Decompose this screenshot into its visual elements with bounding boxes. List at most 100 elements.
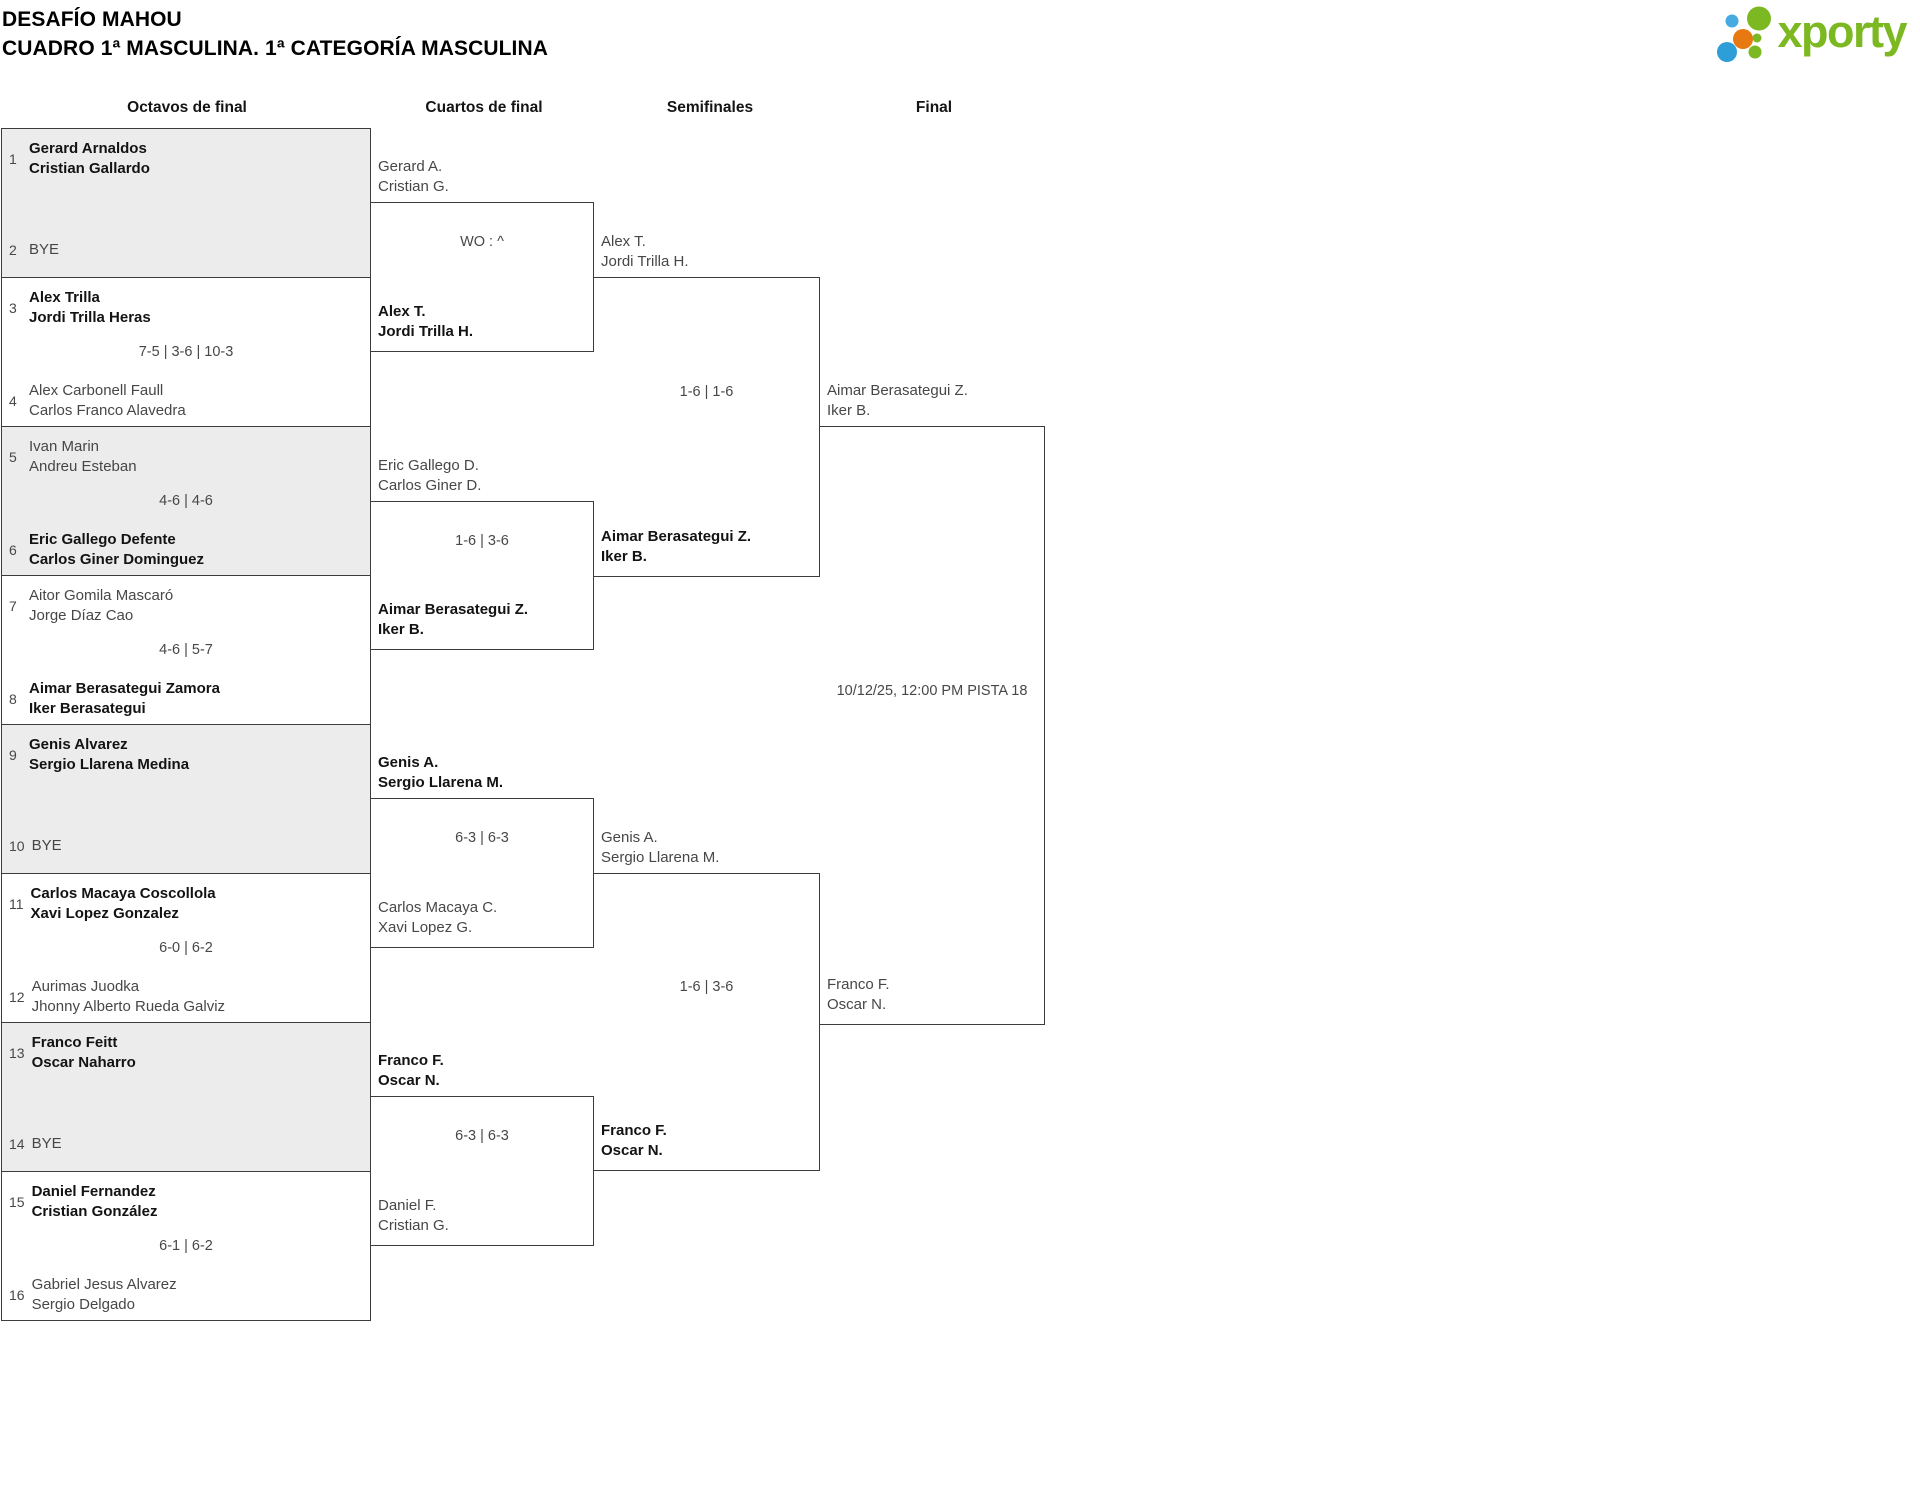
player-name: Iker B. xyxy=(378,621,424,638)
r16-match-3: 5 Ivan Marin Andreu Esteban 4-6 | 4-6 6 … xyxy=(1,426,371,576)
player-name: Jhonny Alberto Rueda Galviz xyxy=(31,998,226,1015)
player-name: Aurimas Juodka xyxy=(31,978,140,995)
player-name: Iker Berasategui xyxy=(29,700,146,717)
player-name: Aimar Berasategui Z. xyxy=(827,382,968,399)
player-name: Cristian González xyxy=(31,1203,158,1220)
player-name: Genis A. xyxy=(601,829,658,846)
round-header-cuartos: Cuartos de final xyxy=(425,99,543,116)
player-name: Franco F. xyxy=(827,976,890,993)
page-title-line1: DESAFÍO MAHOU xyxy=(2,8,182,31)
seed-number: 8 xyxy=(9,691,17,707)
seed-number: 1 xyxy=(9,151,17,167)
round-header-semifinales: Semifinales xyxy=(666,99,754,116)
r16-match-5: 9 Genis Alvarez Sergio Llarena Medina 10… xyxy=(1,724,371,874)
r16-match-6: 11 Carlos Macaya Coscollola Xavi Lopez G… xyxy=(1,873,371,1023)
player-name: Xavi Lopez Gonzalez xyxy=(30,905,179,922)
player-name: Carlos Franco Alavedra xyxy=(29,402,186,419)
bye-label: BYE xyxy=(31,1135,62,1152)
match-score: 1-6 | 1-6 xyxy=(679,384,734,400)
round-header-final: Final xyxy=(915,99,953,116)
player-name: Eric Gallego Defente xyxy=(29,531,176,548)
player-name: Genis Alvarez xyxy=(29,736,128,753)
player-name: Gerard A. xyxy=(378,158,443,175)
player-name: Andreu Esteban xyxy=(29,458,137,475)
match-score: 7-5 | 3-6 | 10-3 xyxy=(138,344,234,360)
player-name: Aimar Berasategui Z. xyxy=(601,528,752,545)
player-name: Ivan Marin xyxy=(29,438,100,455)
player-name: Alex T. xyxy=(601,233,646,250)
final-schedule: 10/12/25, 12:00 PM PISTA 18 xyxy=(836,682,1028,699)
player-name: Jordi Trilla H. xyxy=(601,253,689,270)
team-bottom: 16 Gabriel Jesus Alvarez Sergio Delgado xyxy=(2,1275,370,1315)
team-bottom: 8 Aimar Berasategui Zamora Iker Berasate… xyxy=(2,679,370,719)
player-name: Carlos Macaya Coscollola xyxy=(30,885,216,902)
team-bottom: 2 BYE xyxy=(2,240,370,260)
team-bottom: 4 Alex Carbonell Faull Carlos Franco Ala… xyxy=(2,381,370,421)
team-top: 1 Gerard Arnaldos Cristian Gallardo xyxy=(2,139,370,179)
player-name: Franco Feitt xyxy=(31,1034,118,1051)
round-header-octavos: Octavos de final xyxy=(127,99,247,116)
seed-number: 4 xyxy=(9,393,17,409)
match-score: 1-6 | 3-6 xyxy=(679,979,734,995)
team-bottom: 12 Aurimas Juodka Jhonny Alberto Rueda G… xyxy=(2,977,370,1017)
team-top: 3 Alex Trilla Jordi Trilla Heras xyxy=(2,288,370,328)
player-name: Xavi Lopez G. xyxy=(378,919,473,936)
player-name: Alex Trilla xyxy=(29,289,100,306)
seed-number: 16 xyxy=(9,1287,25,1303)
team-label-bottom: Carlos Macaya C. Xavi Lopez G. xyxy=(378,898,497,938)
xporty-logo-text: xporty xyxy=(1777,5,1907,57)
player-name: Gerard Arnaldos xyxy=(29,140,147,157)
seed-number: 6 xyxy=(9,542,17,558)
team-label-top: Alex T. Jordi Trilla H. xyxy=(601,232,689,272)
r16-match-8: 15 Daniel Fernandez Cristian González 6-… xyxy=(1,1171,371,1321)
team-bottom: 14 BYE xyxy=(2,1134,370,1154)
page-title-line2: CUADRO 1ª MASCULINA. 1ª CATEGORÍA MASCUL… xyxy=(2,37,549,60)
player-name: Carlos Giner Dominguez xyxy=(29,551,205,568)
r16-match-1: 1 Gerard Arnaldos Cristian Gallardo 2 BY… xyxy=(1,128,371,278)
player-name: Franco F. xyxy=(378,1052,444,1069)
match-score: WO : ^ xyxy=(460,234,504,250)
seed-number: 3 xyxy=(9,300,17,316)
match-score: 1-6 | 3-6 xyxy=(455,532,509,549)
qf-match-2: Eric Gallego D. Carlos Giner D. 1-6 | 3-… xyxy=(371,457,594,650)
player-name: Oscar N. xyxy=(378,1072,440,1089)
player-name: Cristian G. xyxy=(378,178,449,195)
player-name: Alex T. xyxy=(378,303,426,320)
seed-number: 9 xyxy=(9,747,17,763)
team-label-bottom: Alex T. Jordi Trilla H. xyxy=(378,302,473,342)
player-name: Sergio Llarena Medina xyxy=(29,756,190,773)
xporty-logo: xporty xyxy=(1713,5,1907,64)
team-label-bottom: Franco F. Oscar N. xyxy=(601,1121,667,1161)
player-name: Genis A. xyxy=(378,754,439,771)
player-name: Oscar N. xyxy=(827,996,887,1013)
r16-match-4: 7 Aitor Gomila Mascaró Jorge Díaz Cao 4-… xyxy=(1,575,371,725)
team-label-top: Genis A. Sergio Llarena M. xyxy=(601,828,719,868)
seed-number: 13 xyxy=(9,1045,25,1061)
qf-match-3: Genis A. Sergio Llarena M. 6-3 | 6-3 Car… xyxy=(371,754,594,948)
player-name: Franco F. xyxy=(601,1122,667,1139)
page-title: DESAFÍO MAHOU CUADRO 1ª MASCULINA. 1ª CA… xyxy=(2,5,548,63)
seed-number: 5 xyxy=(9,449,17,465)
seed-number: 7 xyxy=(9,598,17,614)
team-label-bottom: Aimar Berasategui Z. Iker B. xyxy=(378,600,528,640)
player-name: Aimar Berasategui Z. xyxy=(378,601,529,618)
player-name: Daniel F. xyxy=(378,1197,437,1214)
sf-match-2: Genis A. Sergio Llarena M. 1-6 | 3-6 Fra… xyxy=(594,829,820,1171)
match-score: 6-0 | 6-2 xyxy=(159,940,213,956)
team-label-bottom: Daniel F. Cristian G. xyxy=(378,1196,449,1236)
match-score: 6-1 | 6-2 xyxy=(159,1238,213,1254)
player-name: Iker B. xyxy=(827,402,871,419)
player-name: Alex Carbonell Faull xyxy=(29,382,164,399)
bye-label: BYE xyxy=(29,241,60,258)
bye-label: BYE xyxy=(31,837,62,854)
seed-number: 15 xyxy=(9,1194,25,1210)
player-name: Aimar Berasategui Zamora xyxy=(29,680,220,697)
qf-match-4: Franco F. Oscar N. 6-3 | 6-3 Daniel F. C… xyxy=(371,1052,594,1246)
team-top: 5 Ivan Marin Andreu Esteban xyxy=(2,437,370,477)
team-top: 11 Carlos Macaya Coscollola Xavi Lopez G… xyxy=(2,884,370,924)
player-name: Eric Gallego D. xyxy=(378,457,479,474)
player-name: Carlos Macaya C. xyxy=(378,899,498,916)
team-label-top: Aimar Berasategui Z. Iker B. xyxy=(827,381,968,421)
team-top: 15 Daniel Fernandez Cristian González xyxy=(2,1182,370,1222)
xporty-logo-icon xyxy=(1717,6,1772,62)
